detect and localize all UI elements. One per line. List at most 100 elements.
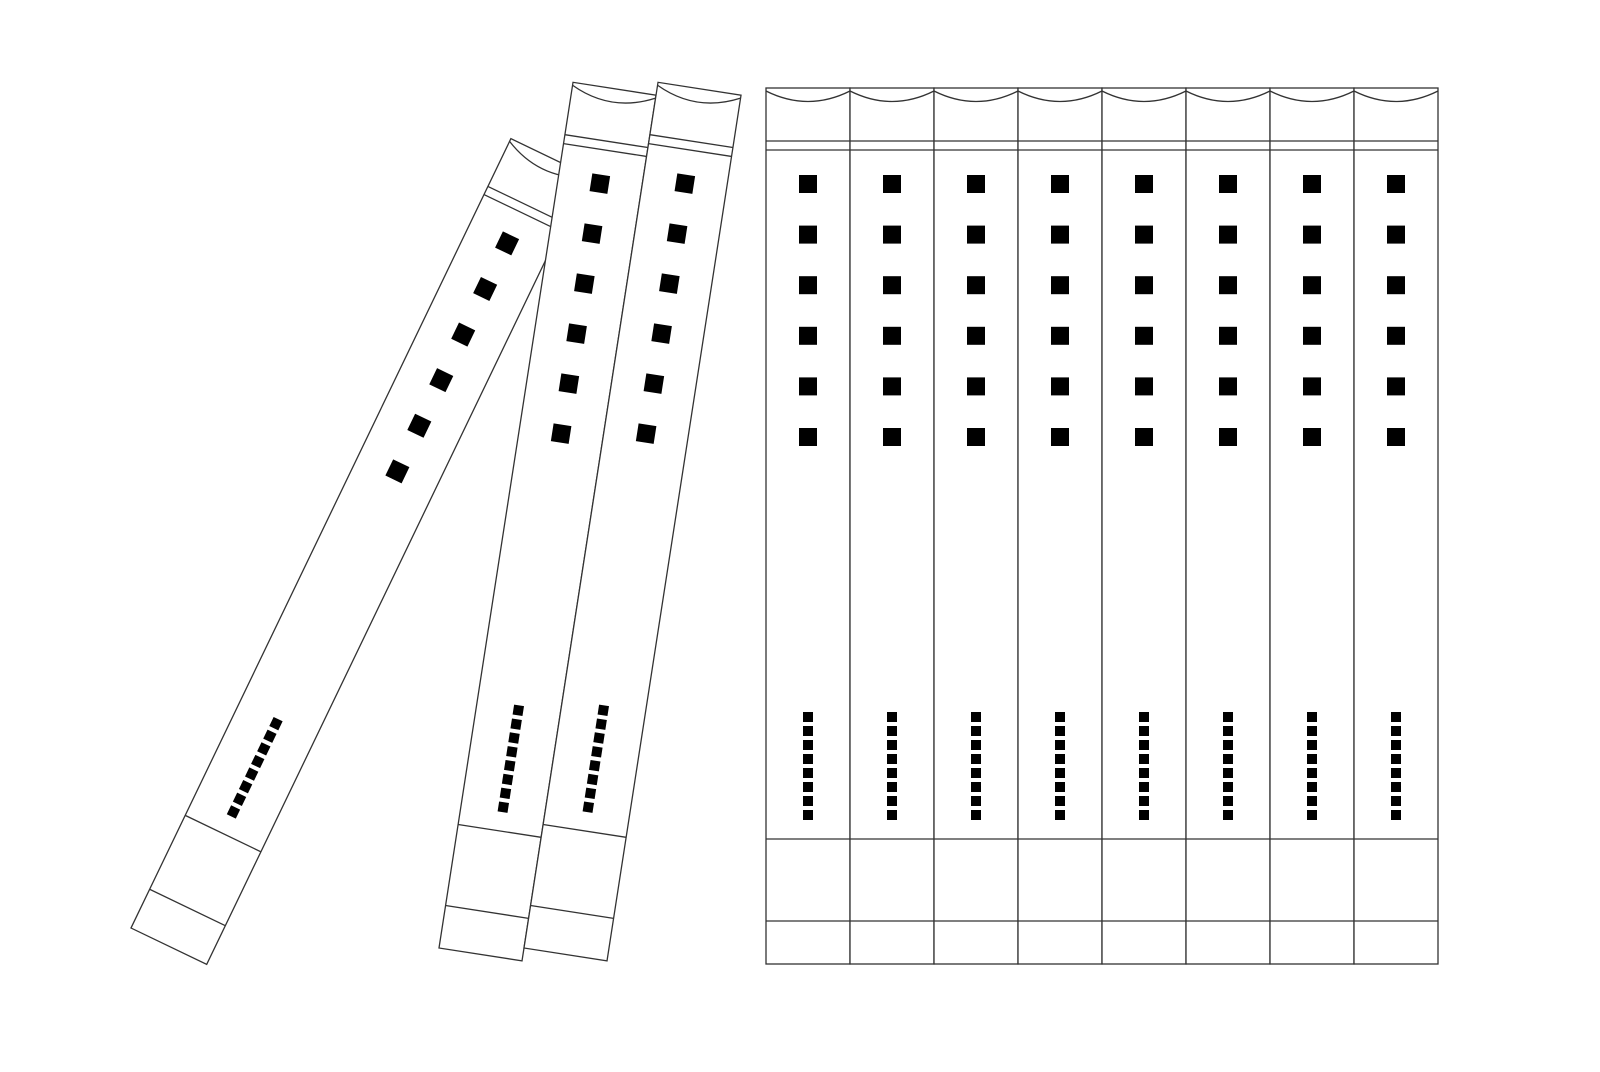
title-mark (1303, 175, 1321, 193)
book-7 (1017, 87, 1103, 965)
author-mark (887, 782, 897, 792)
title-mark (1303, 276, 1321, 295)
author-mark (1223, 712, 1233, 722)
book-top-curve (1017, 90, 1103, 103)
author-mark (1139, 754, 1149, 764)
title-mark (1135, 326, 1153, 345)
title-mark (1135, 175, 1153, 193)
book-top-band-line (564, 134, 649, 149)
title-mark (643, 373, 665, 394)
author-mark (597, 704, 609, 717)
author-mark (1223, 740, 1233, 750)
book-bottom-band-line (530, 904, 614, 919)
title-mark (1303, 428, 1321, 446)
title-mark (473, 276, 498, 301)
title-mark (883, 225, 901, 244)
title-mark (883, 428, 901, 446)
title-mark (574, 273, 595, 294)
title-mark (1051, 326, 1069, 345)
author-mark (1223, 768, 1233, 778)
title-mark (558, 373, 580, 394)
title-mark (1051, 225, 1069, 244)
book-spine-outline (523, 81, 742, 962)
author-mark (803, 712, 813, 722)
title-mark (1135, 428, 1153, 446)
book-spine-outline (849, 87, 935, 965)
book-bottom-band-line (445, 904, 529, 919)
author-mark (971, 740, 981, 750)
book-bottom-band-line (149, 888, 226, 927)
author-mark (971, 796, 981, 806)
book-top-curve (572, 84, 656, 104)
author-mark (803, 726, 813, 736)
author-mark (589, 759, 601, 772)
title-mark (495, 231, 520, 256)
author-mark (887, 796, 897, 806)
author-mark (1391, 782, 1401, 792)
author-mark (595, 718, 607, 730)
author-mark (1223, 796, 1233, 806)
title-mark (967, 428, 985, 446)
title-mark (799, 428, 817, 446)
author-mark (887, 740, 897, 750)
author-mark (1139, 768, 1149, 778)
author-mark (586, 773, 599, 786)
author-mark (803, 768, 813, 778)
author-mark (508, 732, 520, 744)
author-mark (971, 810, 981, 820)
author-mark (971, 768, 981, 778)
title-mark (1051, 276, 1069, 295)
title-mark (883, 276, 901, 295)
author-mark (1139, 712, 1149, 722)
author-mark (1391, 712, 1401, 722)
book-spine-outline (1269, 87, 1355, 965)
book-top-curve (1353, 90, 1439, 103)
title-mark (1135, 276, 1153, 295)
book-bottom-band-line (543, 823, 627, 838)
author-mark (257, 742, 271, 756)
author-mark (238, 780, 253, 794)
book-spine-outline (1017, 87, 1103, 965)
title-mark (883, 377, 901, 396)
title-mark (566, 323, 587, 344)
title-mark (967, 175, 985, 193)
author-mark (269, 716, 283, 731)
book-top-curve (1101, 90, 1187, 103)
author-mark (1223, 754, 1233, 764)
author-mark (1307, 754, 1317, 764)
book-spine-outline (130, 137, 588, 966)
author-mark (1055, 754, 1065, 764)
title-mark (1303, 377, 1321, 396)
author-mark (803, 810, 813, 820)
author-mark (499, 787, 512, 800)
author-mark (887, 712, 897, 722)
author-mark (1391, 740, 1401, 750)
title-mark (407, 413, 432, 438)
author-mark (1139, 810, 1149, 820)
book-4 (765, 87, 851, 965)
title-mark (967, 326, 985, 345)
book-spine-outline (933, 87, 1019, 965)
book-2 (438, 81, 657, 962)
title-mark (799, 326, 817, 345)
book-spine-outline (765, 87, 851, 965)
book-top-band-line (648, 142, 732, 158)
author-mark (887, 754, 897, 764)
book-10 (1269, 87, 1355, 965)
title-mark (1387, 225, 1405, 244)
title-mark (1303, 326, 1321, 345)
title-mark (1387, 276, 1405, 295)
author-mark (512, 704, 524, 717)
author-mark (1139, 796, 1149, 806)
author-mark (584, 787, 597, 800)
title-mark (799, 225, 817, 244)
author-mark (887, 768, 897, 778)
author-mark (1223, 726, 1233, 736)
author-mark (887, 810, 897, 820)
author-mark (1391, 796, 1401, 806)
title-mark (429, 368, 454, 393)
book-top-curve (933, 90, 1019, 103)
author-mark (1307, 726, 1317, 736)
title-mark (550, 423, 572, 444)
title-mark (581, 223, 603, 244)
